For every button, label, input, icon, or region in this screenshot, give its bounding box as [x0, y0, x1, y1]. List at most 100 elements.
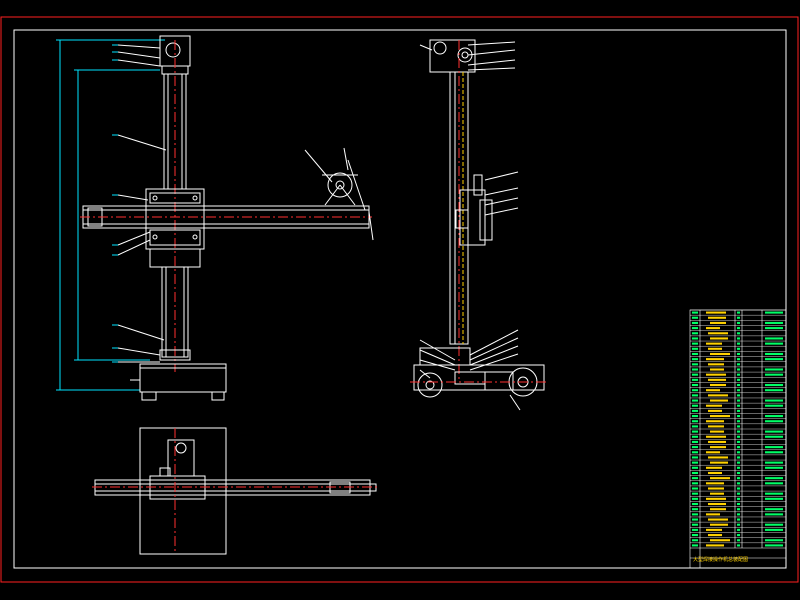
bom-row-qty-mark	[737, 389, 740, 392]
bom-row-name-mark	[710, 430, 724, 433]
bom-row-name-mark	[706, 513, 720, 516]
bom-row-qty-mark	[737, 383, 740, 387]
bom-row-spec-mark	[765, 523, 783, 526]
bom-row-name-mark	[710, 352, 730, 356]
bom-row-qty-mark	[737, 378, 740, 381]
bom-row-qty-mark	[737, 482, 740, 485]
bom-row-name-mark	[710, 368, 724, 371]
bom-row-index-mark	[692, 435, 698, 438]
bom-row-index-mark	[692, 466, 698, 469]
bom-row-name-mark	[710, 492, 724, 495]
bom-row-name-mark	[706, 435, 726, 438]
bom-row-qty-mark	[737, 513, 740, 516]
bom-row-name-mark	[708, 440, 726, 443]
sheet-outer-frame	[0, 16, 799, 583]
bom-row-index-mark	[692, 477, 698, 480]
bom-row-index-mark	[692, 539, 698, 542]
bom-row-spec-mark	[765, 342, 783, 345]
bom-row-qty-mark	[737, 347, 740, 350]
bom-row-name-mark	[706, 327, 720, 330]
bom-row-index-mark	[692, 440, 698, 443]
bom-row-qty-mark	[737, 466, 740, 469]
bom-row-spec-mark	[765, 321, 783, 324]
bom-row-name-mark	[706, 404, 722, 407]
bom-row-qty-mark	[737, 337, 740, 340]
bom-row-qty-mark	[737, 404, 740, 407]
bom-row-qty-mark	[737, 425, 740, 428]
bom-rows	[690, 309, 786, 547]
bom-row-qty-mark	[737, 497, 740, 500]
bom-row-qty-mark	[737, 435, 740, 438]
bom-row-qty-mark	[737, 420, 740, 423]
bom-row-qty-mark	[737, 523, 740, 526]
bom-row-spec-mark	[765, 373, 783, 376]
bom-row-index-mark	[692, 502, 698, 506]
bom-row-qty-mark	[737, 518, 740, 521]
bom-row-name-mark	[708, 487, 724, 490]
bom-row-name-mark	[708, 471, 722, 475]
bom-row-qty-mark	[737, 471, 740, 475]
bom-row-qty-mark	[737, 311, 740, 314]
bom-row-index-mark	[692, 523, 698, 526]
bom-row-spec-mark	[765, 368, 783, 371]
bom-row-qty-mark	[737, 539, 740, 542]
bom-row-index-mark	[692, 482, 698, 485]
bom-row-spec-mark	[765, 337, 783, 340]
bom-row-index-mark	[692, 332, 698, 335]
bom-row-spec-mark	[765, 352, 783, 356]
bom-row-index-mark	[692, 471, 698, 475]
bom-row-name-mark	[708, 425, 724, 428]
bom-row-index-mark	[692, 352, 698, 356]
bom-row-index-mark	[692, 544, 698, 547]
bom-row-name-mark	[708, 332, 728, 335]
bom-row-qty-mark	[737, 477, 740, 480]
front-view	[56, 35, 374, 401]
bom-row-name-mark	[706, 528, 722, 531]
bom-row-index-mark	[692, 394, 698, 397]
bom-row-spec-mark	[765, 513, 783, 516]
bom-row-name-mark	[708, 409, 722, 412]
side-view	[410, 39, 548, 411]
bom-row-index-mark	[692, 389, 698, 392]
bom-row-index-mark	[692, 311, 698, 314]
bom-row-index-mark	[692, 497, 698, 500]
bom-row-qty-mark	[737, 430, 740, 433]
bom-row-qty-mark	[737, 321, 740, 324]
bom-row-name-mark	[710, 383, 726, 387]
bom-row-name-mark	[710, 321, 726, 324]
bom-row-spec-mark	[765, 461, 783, 464]
bom-row-name-mark	[710, 461, 728, 464]
bom-row-name-mark	[708, 534, 722, 537]
bom-row-qty-mark	[737, 528, 740, 531]
bom-row-spec-mark	[765, 327, 783, 330]
bom-row-qty-mark	[737, 394, 740, 397]
bom-row-index-mark	[692, 528, 698, 531]
bom-row-spec-mark	[765, 430, 783, 433]
bom-row-index-mark	[692, 399, 698, 402]
bom-row-name-mark	[710, 539, 730, 542]
bom-row-index-mark	[692, 415, 698, 418]
bom-row-spec-mark	[765, 415, 783, 418]
bom-row-qty-mark	[737, 368, 740, 371]
bom-row-index-mark	[692, 378, 698, 381]
bom-row-qty-mark	[737, 440, 740, 443]
bom-row-qty-mark	[737, 399, 740, 402]
bom-row-qty-mark	[737, 451, 740, 454]
bom-row-qty-mark	[737, 342, 740, 345]
bom-row-index-mark	[692, 487, 698, 490]
bom-row-name-mark	[710, 415, 730, 418]
bom-row-qty-mark	[737, 332, 740, 335]
bom-row-qty-mark	[737, 456, 740, 459]
bom-row-name-mark	[710, 477, 730, 480]
bom-row-name-mark	[710, 337, 728, 340]
bom-row-name-mark	[708, 394, 728, 397]
bom-row-spec-mark	[765, 466, 783, 469]
bom-row-spec-mark	[765, 435, 783, 438]
bom-row-index-mark	[692, 404, 698, 407]
bom-row-index-mark	[692, 337, 698, 340]
bom-row-spec-mark	[765, 528, 783, 531]
bom-row-spec-mark	[765, 399, 783, 402]
bom-row-name-mark	[708, 518, 728, 521]
bom-row-spec-mark	[765, 383, 783, 387]
